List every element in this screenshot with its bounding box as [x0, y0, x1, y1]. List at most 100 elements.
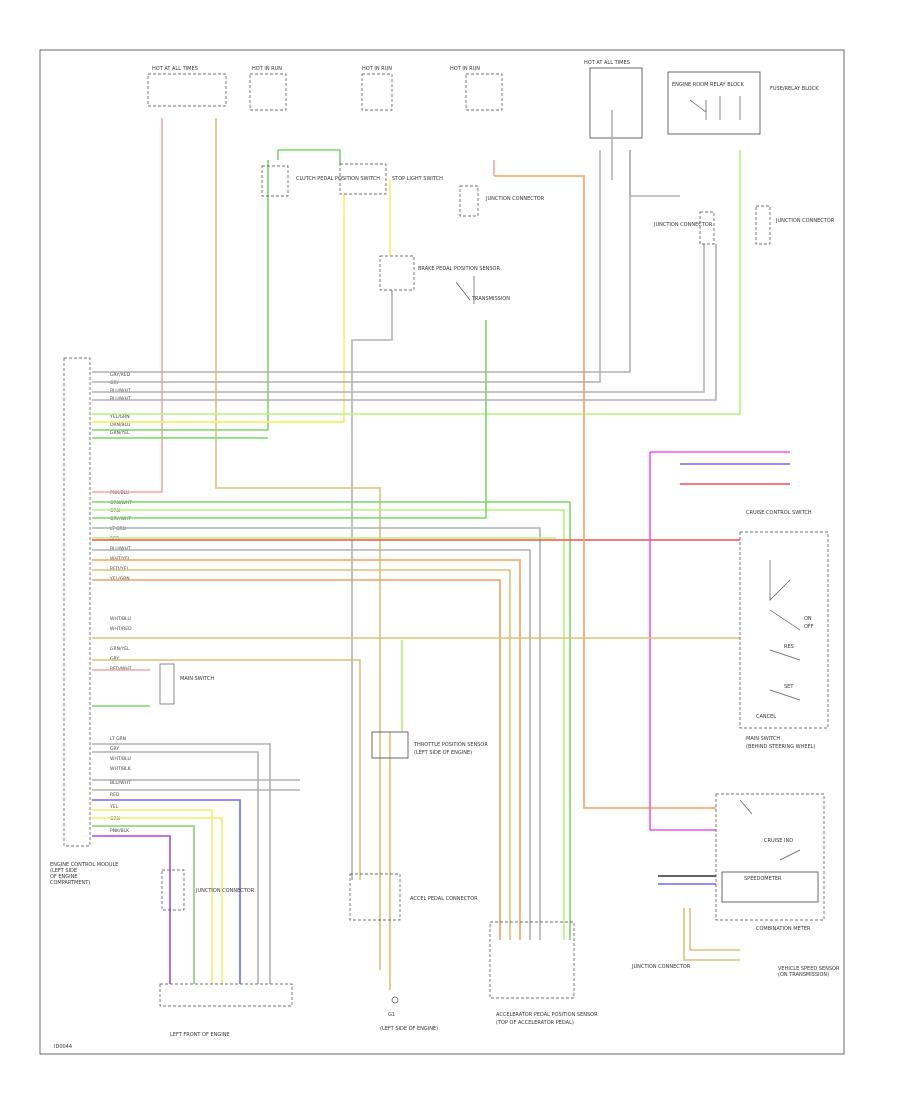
- cruise-switch-title: CRUISE CONTROL SWITCH: [746, 510, 812, 516]
- relay-switch-symbol: [689, 96, 741, 120]
- throttle-sensor-box: [371, 731, 409, 759]
- purple-wire: [92, 835, 171, 984]
- green-wire: [92, 160, 269, 431]
- pin-label: GRY: [110, 380, 119, 386]
- gray-wire: [92, 549, 531, 940]
- switch-pos-set: SET: [784, 684, 794, 690]
- gray-wire: [92, 743, 271, 984]
- orange-wire: [92, 579, 501, 940]
- pin-label: YEL/GRN: [109, 414, 130, 420]
- pin-label: RED/YEL: [110, 566, 130, 572]
- ecm-sublabel-1: (LEFT SIDE: [50, 868, 77, 874]
- pin-label: RED/WHT: [110, 666, 132, 672]
- diagram-border: [39, 49, 845, 1055]
- left-front-label: LEFT FRONT OF ENGINE: [170, 1032, 230, 1038]
- pin-label: ORN/BLU: [110, 422, 130, 428]
- accel-pedal-label: ACCELERATOR PEDAL POSITION SENSOR: [496, 1012, 598, 1018]
- speedometer-label: SPEEDOMETER: [744, 876, 782, 882]
- pin-label: WHT/YEL: [110, 556, 131, 562]
- gray-wire: [92, 527, 541, 940]
- top-fuse-area: HOT AT ALL TIMES HOT IN RUN HOT IN RUN H…: [147, 60, 819, 139]
- fuse-label-3: HOT IN RUN: [362, 66, 392, 72]
- junction-box-top: [459, 185, 479, 217]
- speedometer-box: [721, 871, 819, 903]
- fuse-relay-label: FUSE/RELAY BLOCK: [770, 86, 819, 92]
- left-junction-box: [161, 869, 185, 911]
- green-wire: [92, 501, 571, 940]
- clutch-switch-label: CLUTCH PEDAL POSITION SWITCH: [296, 176, 380, 182]
- tan-wire: [92, 569, 511, 940]
- pin-label: WHT/RED: [110, 626, 132, 632]
- left-bottom-connector: [159, 983, 293, 1007]
- gray-wire: [351, 290, 393, 880]
- pin-label: BLU/WHT: [110, 780, 131, 786]
- pin-label: PNK/BLK: [110, 828, 130, 834]
- ecm-sublabel-3: COMPARTMENT): [50, 880, 90, 886]
- right-connector-1: [699, 211, 715, 245]
- ecm-pin-labels-mid: PNK/BLU GRN/WHT GRN GRY/WHT LT GRN RED B…: [109, 490, 132, 582]
- brake-pedal-box: [379, 255, 415, 291]
- engine-relay-label: ENGINE ROOM RELAY BLOCK: [672, 82, 745, 88]
- tan-wire: [689, 908, 740, 951]
- pin-label: GRY: [110, 746, 119, 752]
- pin-label: GRN/YEL: [110, 646, 130, 652]
- pin-label: WHT/BLK: [110, 766, 132, 772]
- pin-label: GRY/RED: [110, 372, 131, 378]
- accel-connector-box: [349, 873, 401, 921]
- yellow-wire: [92, 194, 345, 423]
- trans-switch-symbol: [455, 276, 475, 304]
- pin-label: BLU/WHT: [110, 396, 131, 402]
- pin-label: WHT/BLU: [110, 616, 131, 622]
- pin-label: RED: [110, 792, 120, 798]
- gray-wire: [92, 150, 601, 383]
- stop-light-label: STOP LIGHT SWITCH: [392, 176, 443, 182]
- junction-label-right: JUNCTION CONNECTOR: [653, 222, 713, 228]
- accel-pedal-box: [489, 921, 575, 999]
- gray-wire: [92, 150, 631, 373]
- pin-label: GRN: [110, 816, 120, 822]
- left-junction-label: JUNCTION CONNECTOR: [195, 888, 255, 894]
- ground-icon: [391, 996, 399, 1004]
- pink-red-wire: [92, 118, 163, 493]
- pin-label: GRN/YEL: [110, 430, 130, 436]
- throttle-label: THROTTLE POSITION SENSOR: [413, 742, 488, 748]
- vss-sub: (ON TRANSMISSION): [778, 972, 829, 978]
- gray-wire: [92, 751, 259, 984]
- green-wire: [277, 149, 341, 164]
- switch-pos-res: RES: [784, 644, 794, 650]
- pin-label: GRN/WHT: [110, 500, 132, 506]
- cruise-switch-symbol: [769, 560, 801, 701]
- ecm-pin-labels-upper: GRY/RED GRY BLU/WHT BLU/WHT YEL/GRN ORN/…: [109, 372, 131, 436]
- page-id: ID0044: [54, 1044, 72, 1050]
- fuse-label-5: HOT AT ALL TIMES: [584, 60, 630, 66]
- fuse-box-1: [147, 73, 227, 107]
- orange-wire: [92, 559, 521, 940]
- clutch-switch-box: [261, 165, 289, 197]
- pin-label: PNK/BLU: [110, 490, 129, 496]
- ecm-pin-labels-bottom: LT GRN GRY WHT/BLU WHT/BLK BLU/WHT RED Y…: [109, 736, 132, 834]
- combination-meter-label: COMBINATION METER: [756, 926, 811, 932]
- switch-pos-off: OFF: [804, 624, 814, 630]
- gray-wire: [92, 244, 717, 401]
- light-green-wire: [92, 150, 741, 415]
- ecm-connector: ENGINE CONTROL MODULE (LEFT SIDE OF ENGI…: [50, 357, 118, 886]
- relay-box-1: [589, 67, 643, 139]
- ecm-sublabel-2: OF ENGINE: [50, 874, 78, 880]
- brake-pedal-label: BRAKE PEDAL POSITION SENSOR: [418, 266, 500, 272]
- blue-wire: [92, 799, 241, 984]
- vss-label: VEHICLE SPEED SENSOR: [778, 966, 840, 972]
- junction-bottom-label: JUNCTION CONNECTOR: [631, 964, 691, 970]
- pin-label: BLU/WHT: [110, 388, 131, 394]
- fuse-box-4: [465, 73, 503, 111]
- accel-pedal-sub: (TOP OF ACCELERATOR PEDAL): [496, 1020, 574, 1026]
- pin-label: GRY: [110, 656, 119, 662]
- fuse-label-2: HOT IN RUN: [252, 66, 282, 72]
- ecm-pin-labels-lower: WHT/BLU WHT/RED GRN/YEL GRY RED/WHT: [110, 616, 132, 672]
- switch-pos-on: ON: [804, 616, 812, 622]
- pin-label: YEL/GRN: [109, 576, 130, 582]
- orange-wire: [494, 175, 716, 809]
- note-bracket: [159, 663, 175, 705]
- tan-wire: [92, 659, 361, 880]
- fuse-box-2: [249, 73, 287, 111]
